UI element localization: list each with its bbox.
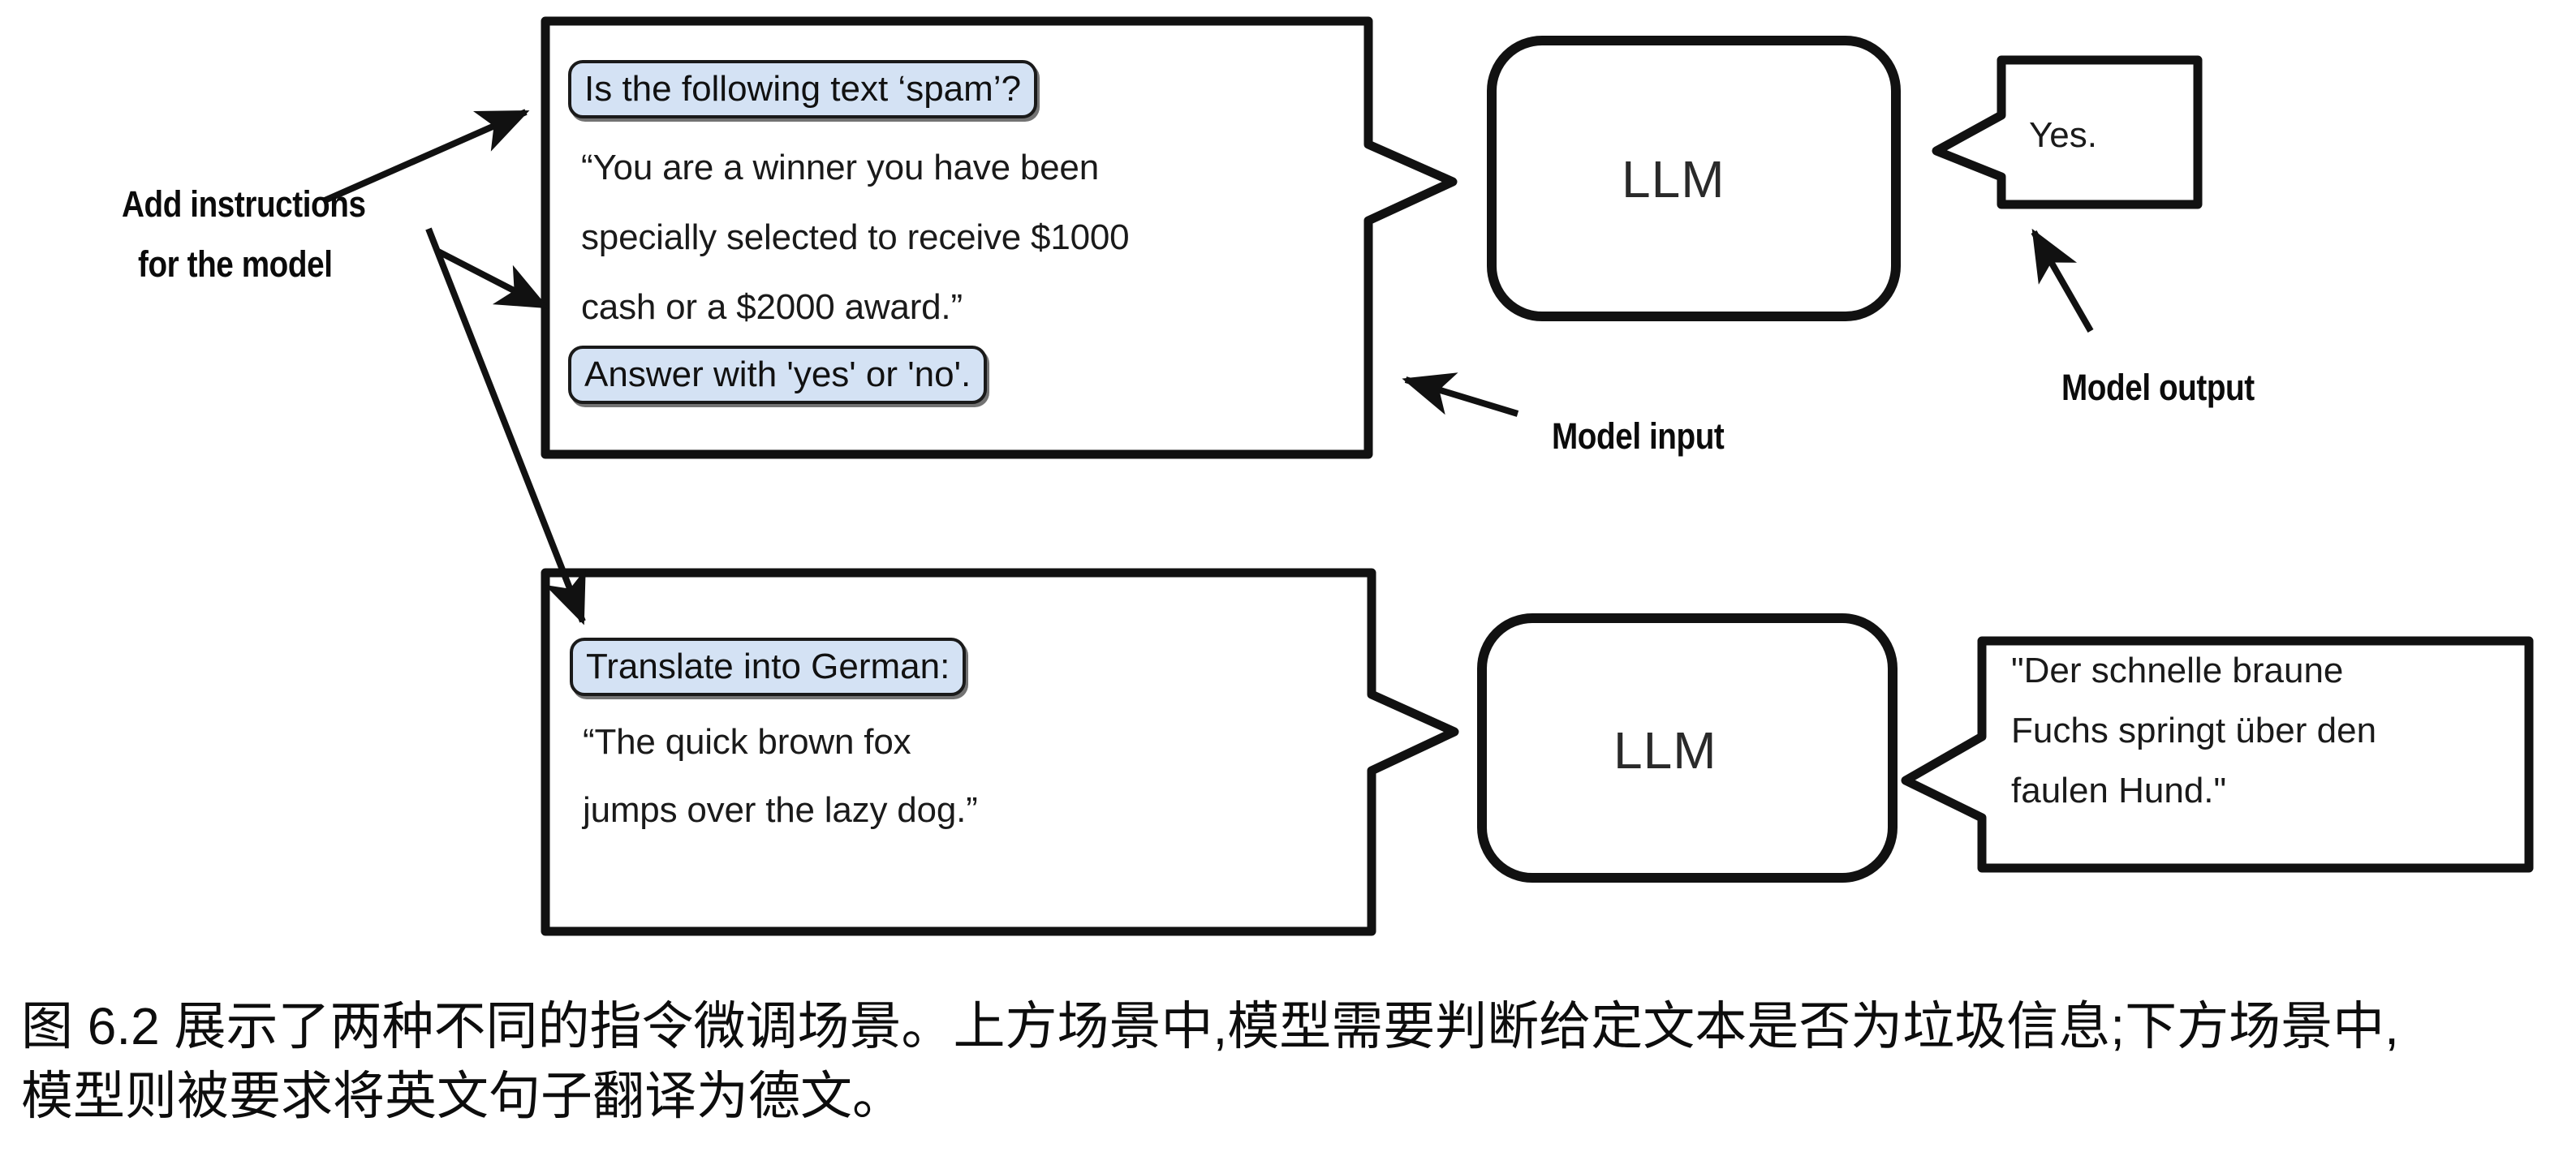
arrow-model-output-label xyxy=(2031,228,2094,333)
bottom-llm-label: LLM xyxy=(1613,721,1717,780)
top-llm-label: LLM xyxy=(1622,150,1725,208)
top-body-line-3: cash or a $2000 award.” xyxy=(581,287,963,327)
bottom-body-line-2: jumps over the lazy dog.” xyxy=(583,790,978,830)
bottom-output-bubble-line-2: Fuchs springt über den xyxy=(2011,711,2377,750)
bottom-instruction-pill-primary[interactable]: Translate into German: xyxy=(570,638,967,696)
arrow-instructions-to-pill-3 xyxy=(425,227,586,625)
top-body-line-1: “You are a winner you have been xyxy=(581,148,1099,187)
top-output-bubble-line-1: Yes. xyxy=(2029,115,2098,155)
bottom-output-bubble-line-1: "Der schnelle braune xyxy=(2011,651,2344,690)
top-instruction-pill-primary[interactable]: Is the following text ‘spam’? xyxy=(568,60,1038,118)
annotation-add-instructions-line-1: Add instructions xyxy=(122,183,366,225)
bottom-body-line-1: “The quick brown fox xyxy=(583,722,911,762)
top-body-line-2: specially selected to receive $1000 xyxy=(581,217,1130,257)
annotation-model-output: Model output xyxy=(2061,367,2255,408)
top-instruction-pill-secondary[interactable]: Answer with 'yes' or 'no'. xyxy=(568,346,988,404)
arrow-model-input-label xyxy=(1402,372,1519,417)
arrow-instructions-to-pill-2 xyxy=(437,248,549,310)
bottom-output-bubble-line-3: faulen Hund." xyxy=(2011,771,2227,810)
annotation-model-input: Model input xyxy=(1552,415,1725,457)
caption-line-1: 图 6.2 展示了两种不同的指令微调场景。上方场景中,模型需要判断给定文本是否为… xyxy=(21,997,2399,1055)
annotation-add-instructions-line-2: for the model xyxy=(138,243,333,285)
figure-caption: 图 6.2 展示了两种不同的指令微调场景。上方场景中,模型需要判断给定文本是否为… xyxy=(21,991,2561,1131)
caption-line-2: 模型则被要求将英文句子翻译为德文。 xyxy=(21,1067,904,1125)
